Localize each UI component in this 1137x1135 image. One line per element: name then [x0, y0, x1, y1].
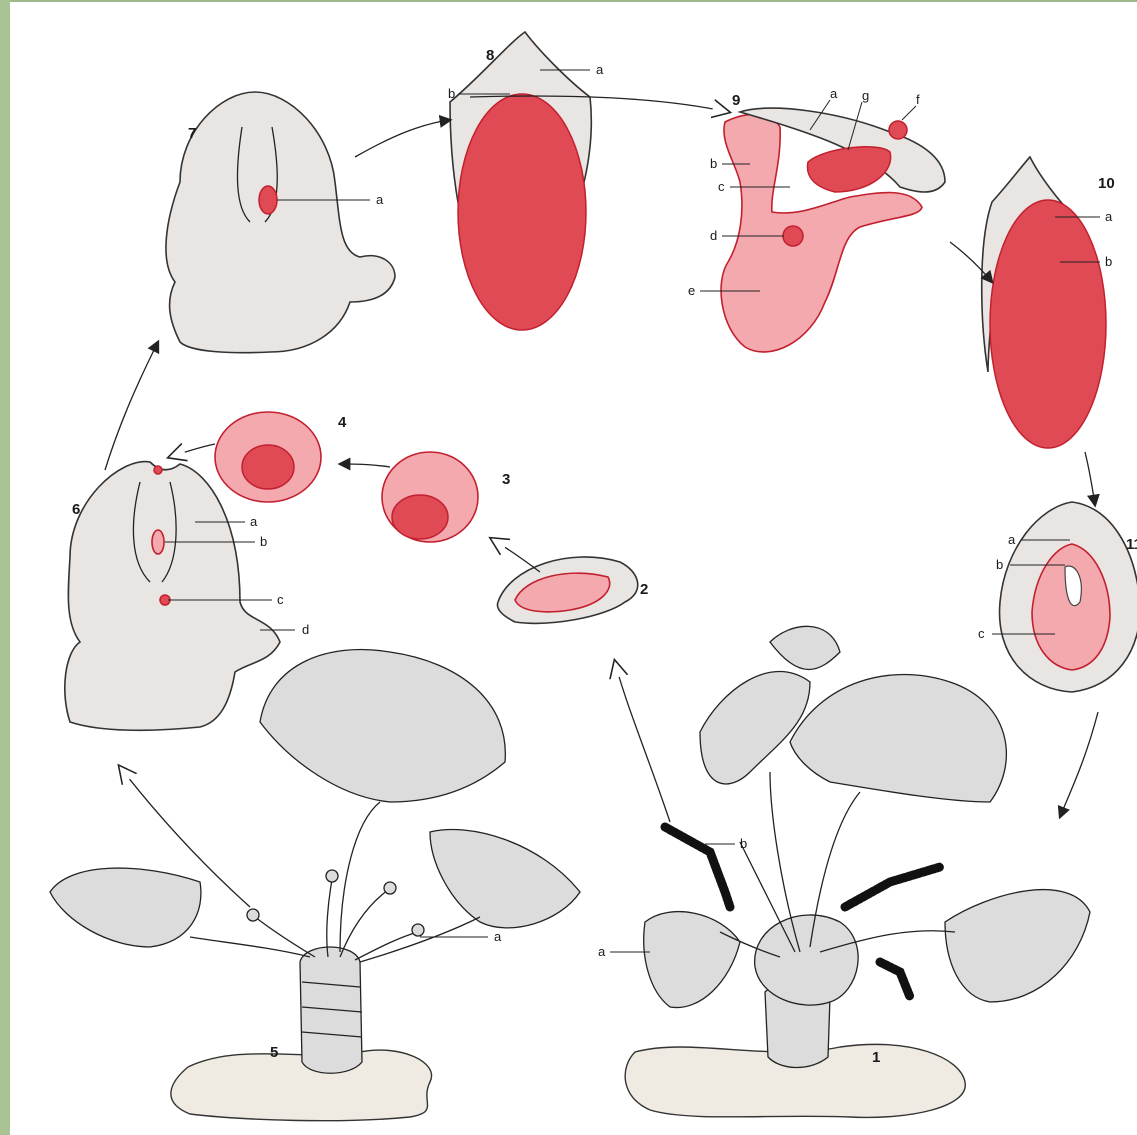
label-9b: b: [710, 156, 717, 171]
label-5a: a: [494, 929, 502, 944]
figure-number-8: 8: [486, 47, 494, 64]
leaf-1-lower-left: [644, 912, 740, 1008]
label-1a: a: [598, 944, 606, 959]
label-9a: a: [830, 86, 838, 101]
label-6d: d: [302, 622, 309, 637]
label-9f: f: [916, 92, 920, 107]
figure-number-6: 6: [72, 501, 80, 518]
leaf-5-left: [50, 868, 201, 947]
strobilus-1-right: [845, 867, 940, 907]
figure-8-ovule: a b 8: [448, 32, 604, 330]
label-6c: c: [277, 592, 284, 607]
figure-number-7: 7: [188, 125, 196, 142]
label-10a: a: [1105, 209, 1113, 224]
figure-number-4: 4: [338, 414, 347, 431]
figure-number-9: 9: [732, 92, 740, 109]
label-11a: a: [1008, 532, 1016, 547]
figure-number-11: 11: [1126, 536, 1137, 553]
figure-number-3: 3: [502, 471, 510, 488]
figure-number-10: 10: [1098, 175, 1115, 192]
leaf-1-lower-right: [945, 890, 1090, 1002]
label-9c: c: [718, 179, 725, 194]
figure-2-microsporangium: 2: [497, 557, 648, 623]
label-10b: b: [1105, 254, 1112, 269]
figure-10-seed: a b 10: [982, 157, 1115, 448]
diagram-canvas: a 5 b a 1 2 3 4: [10, 0, 1137, 1135]
label-8a: a: [596, 62, 604, 77]
leaf-1-top: [770, 626, 840, 669]
figure-7-ovule: a 7: [166, 92, 395, 353]
figure-number-1: 1: [872, 1049, 880, 1066]
label-9d: d: [710, 228, 717, 243]
label-6b: b: [260, 534, 267, 549]
label-9e: e: [688, 283, 695, 298]
leaf-5-large: [260, 650, 505, 802]
figure-11-seed-section: a b c 11: [978, 502, 1137, 692]
leaf-1-right-large: [790, 675, 1006, 803]
label-9g: g: [862, 88, 869, 103]
ginkgo-life-cycle-diagram: a 5 b a 1 2 3 4: [10, 2, 1137, 1135]
label-7a: a: [376, 192, 384, 207]
figure-4-germinated-pollen: 4: [215, 412, 347, 502]
figure-1-male-plant: b a 1: [598, 626, 1090, 1117]
figure-number-2: 2: [640, 581, 648, 598]
figure-9-fertilization: a g f b c d e 9: [688, 86, 945, 352]
trunk-5: [300, 947, 362, 1073]
leaf-1-upper-left: [700, 672, 810, 784]
bud-scales-1: [755, 915, 858, 1005]
label-11c: c: [978, 626, 985, 641]
leaf-5-right: [430, 830, 580, 928]
label-11b: b: [996, 557, 1003, 572]
label-8b: b: [448, 86, 455, 101]
soil-5: [171, 1050, 432, 1121]
strobilus-1-lower: [880, 962, 910, 997]
figure-3-pollen-grain: 3: [382, 452, 510, 542]
label-1b: b: [740, 836, 747, 851]
strobilus-1-left: [665, 827, 730, 907]
label-6a: a: [250, 514, 258, 529]
figure-number-5: 5: [270, 1044, 278, 1061]
